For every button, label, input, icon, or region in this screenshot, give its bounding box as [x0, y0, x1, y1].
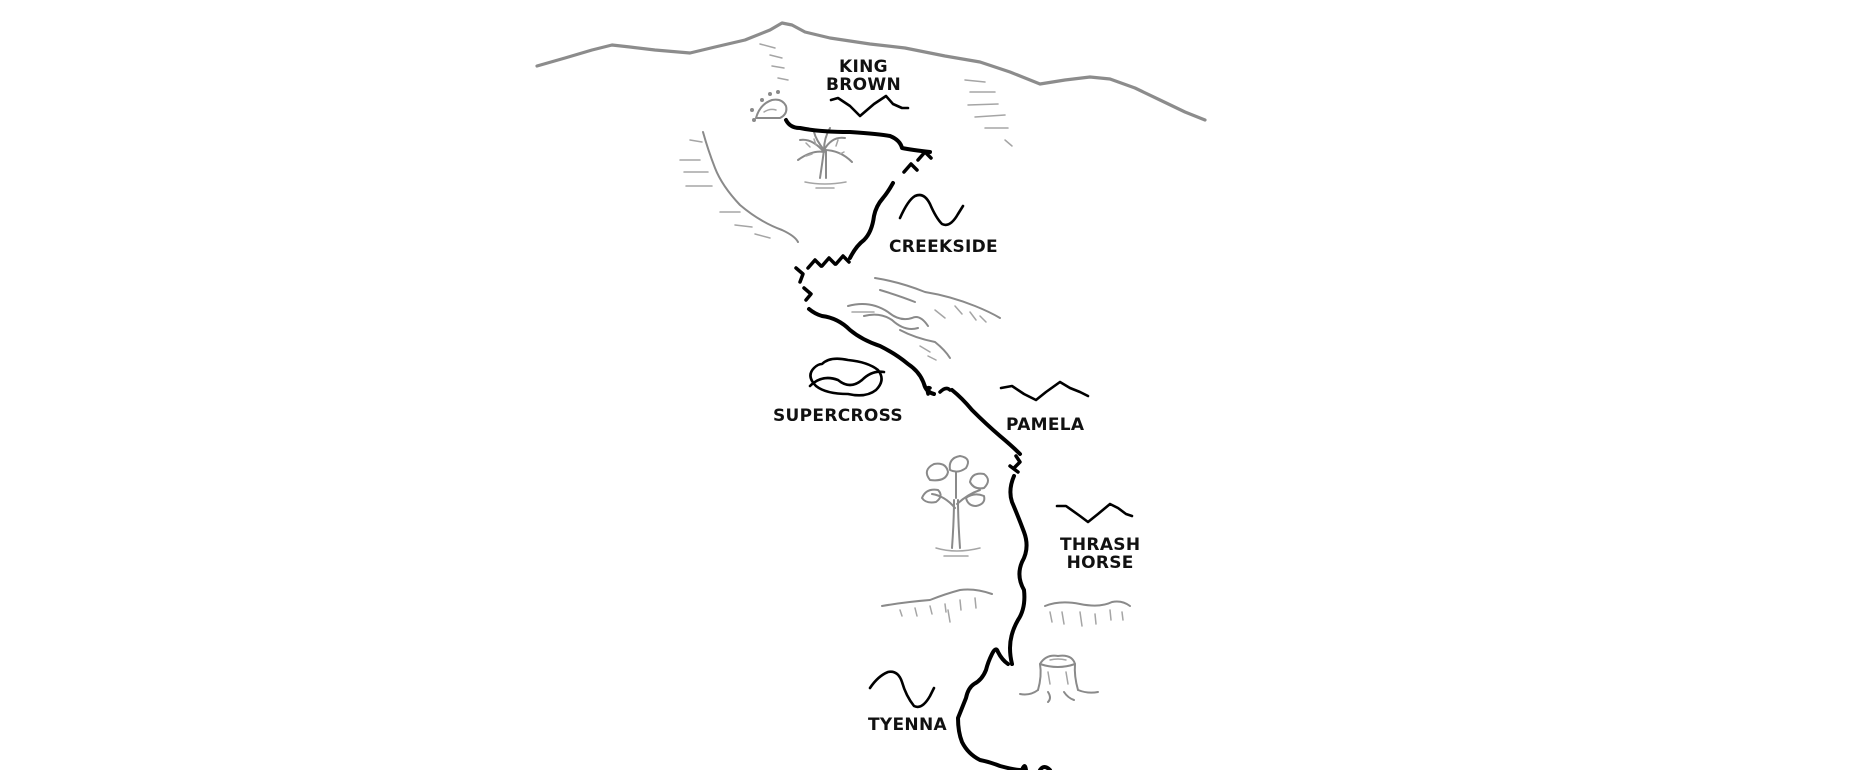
trail-label-line: CREEKSIDE — [889, 237, 998, 257]
trail-label-creekside: CREEKSIDE — [889, 238, 998, 256]
creekside-profile-icon — [898, 193, 965, 227]
trail-label-line: BROWN — [826, 75, 901, 95]
trail-label-line: PAMELA — [1006, 415, 1085, 435]
mountain-ridge — [535, 21, 1207, 122]
trail-label-tyenna: TYENNA — [868, 716, 947, 734]
trail-label-thrash-horse: THRASH HORSE — [1060, 536, 1140, 572]
slope-hatching-left — [759, 43, 789, 81]
route-chevrons — [794, 150, 1022, 474]
hills-sketch-left — [881, 588, 993, 623]
valley-slope-sketch — [679, 131, 799, 243]
thrash-horse-profile-icon — [1055, 502, 1134, 524]
supercross-loop-track-icon — [808, 357, 886, 397]
trail-label-line: THRASH — [1060, 535, 1141, 555]
trail-label-supercross: SUPERCROSS — [773, 407, 903, 425]
trail-label-line: HORSE — [1066, 553, 1134, 573]
trail-label-line: SUPERCROSS — [773, 406, 903, 426]
trail-label-king-brown: KING BROWN — [826, 58, 901, 94]
palm-tree-icon — [797, 127, 853, 189]
hills-sketch-right — [1044, 600, 1131, 627]
pamela-profile-icon — [999, 380, 1090, 402]
trail-label-line: KING — [839, 57, 888, 77]
trail-label-line: TYENNA — [868, 715, 947, 735]
trail-label-pamela: PAMELA — [1006, 416, 1084, 434]
broadleaf-tree-icon — [921, 455, 989, 557]
main-route — [784, 118, 1052, 770]
slope-hatching-right — [964, 79, 1013, 147]
creek-sketch — [847, 277, 1001, 361]
rock-outcrop-icon — [750, 90, 788, 122]
king-brown-profile-icon — [829, 94, 910, 118]
tree-stump-icon — [1019, 654, 1099, 703]
tyenna-profile-icon — [868, 670, 936, 709]
